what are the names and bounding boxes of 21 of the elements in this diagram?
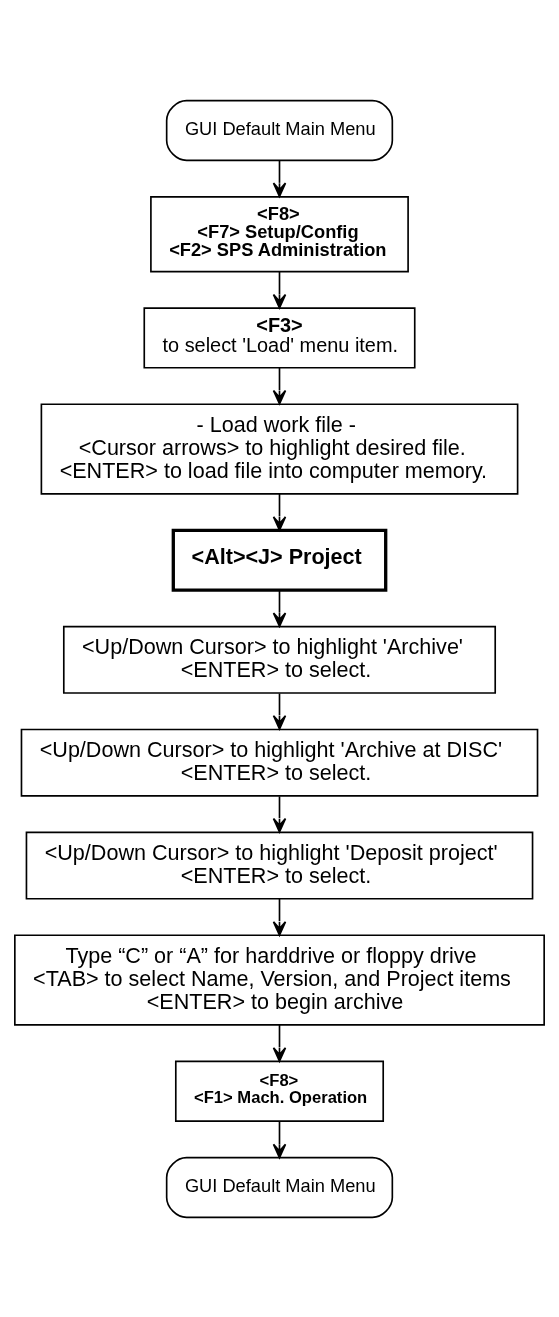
arrow — [272, 897, 287, 936]
node-box: <Up/Down Cursor> to highlight 'Deposit project' <ENTER> to select. — [25, 831, 534, 900]
node-box: <Up/Down Cursor> to highlight 'Archive at DISC' <ENTER> to select. — [20, 728, 539, 797]
arrow — [272, 1023, 287, 1062]
node-box: GUI Default Main Menu — [165, 99, 394, 161]
arrow — [272, 270, 287, 309]
node-box: - Load work file - <Cursor arrows> to highlight desired file. <ENTER> to load file into computer memory. — [40, 402, 519, 495]
arrow — [272, 1119, 287, 1158]
node-box: <Up/Down Cursor> to highlight 'Archive' <ENTER> to select. — [62, 625, 497, 694]
arrow — [272, 492, 287, 531]
node-box: GUI Default Main Menu — [165, 1156, 394, 1218]
arrow — [272, 795, 287, 833]
node-box: <F8> <F7> Setup/Config <F2> SPS Administration — [150, 195, 409, 272]
node-box: <F8> <F1> Mach. Operation — [174, 1060, 385, 1122]
node-box: Type “C” or “A” for harddrive or floppy drive <TAB> to select Name, Version, and Project items <ENTER> to begin archive — [14, 933, 545, 1026]
arrow — [272, 159, 287, 197]
node-box: <Alt><J> Project — [171, 528, 388, 592]
arrow — [272, 366, 287, 405]
arrow — [272, 588, 287, 627]
arrow — [272, 692, 287, 730]
node-box: <F3> to select 'Load' menu item. — [143, 306, 416, 369]
